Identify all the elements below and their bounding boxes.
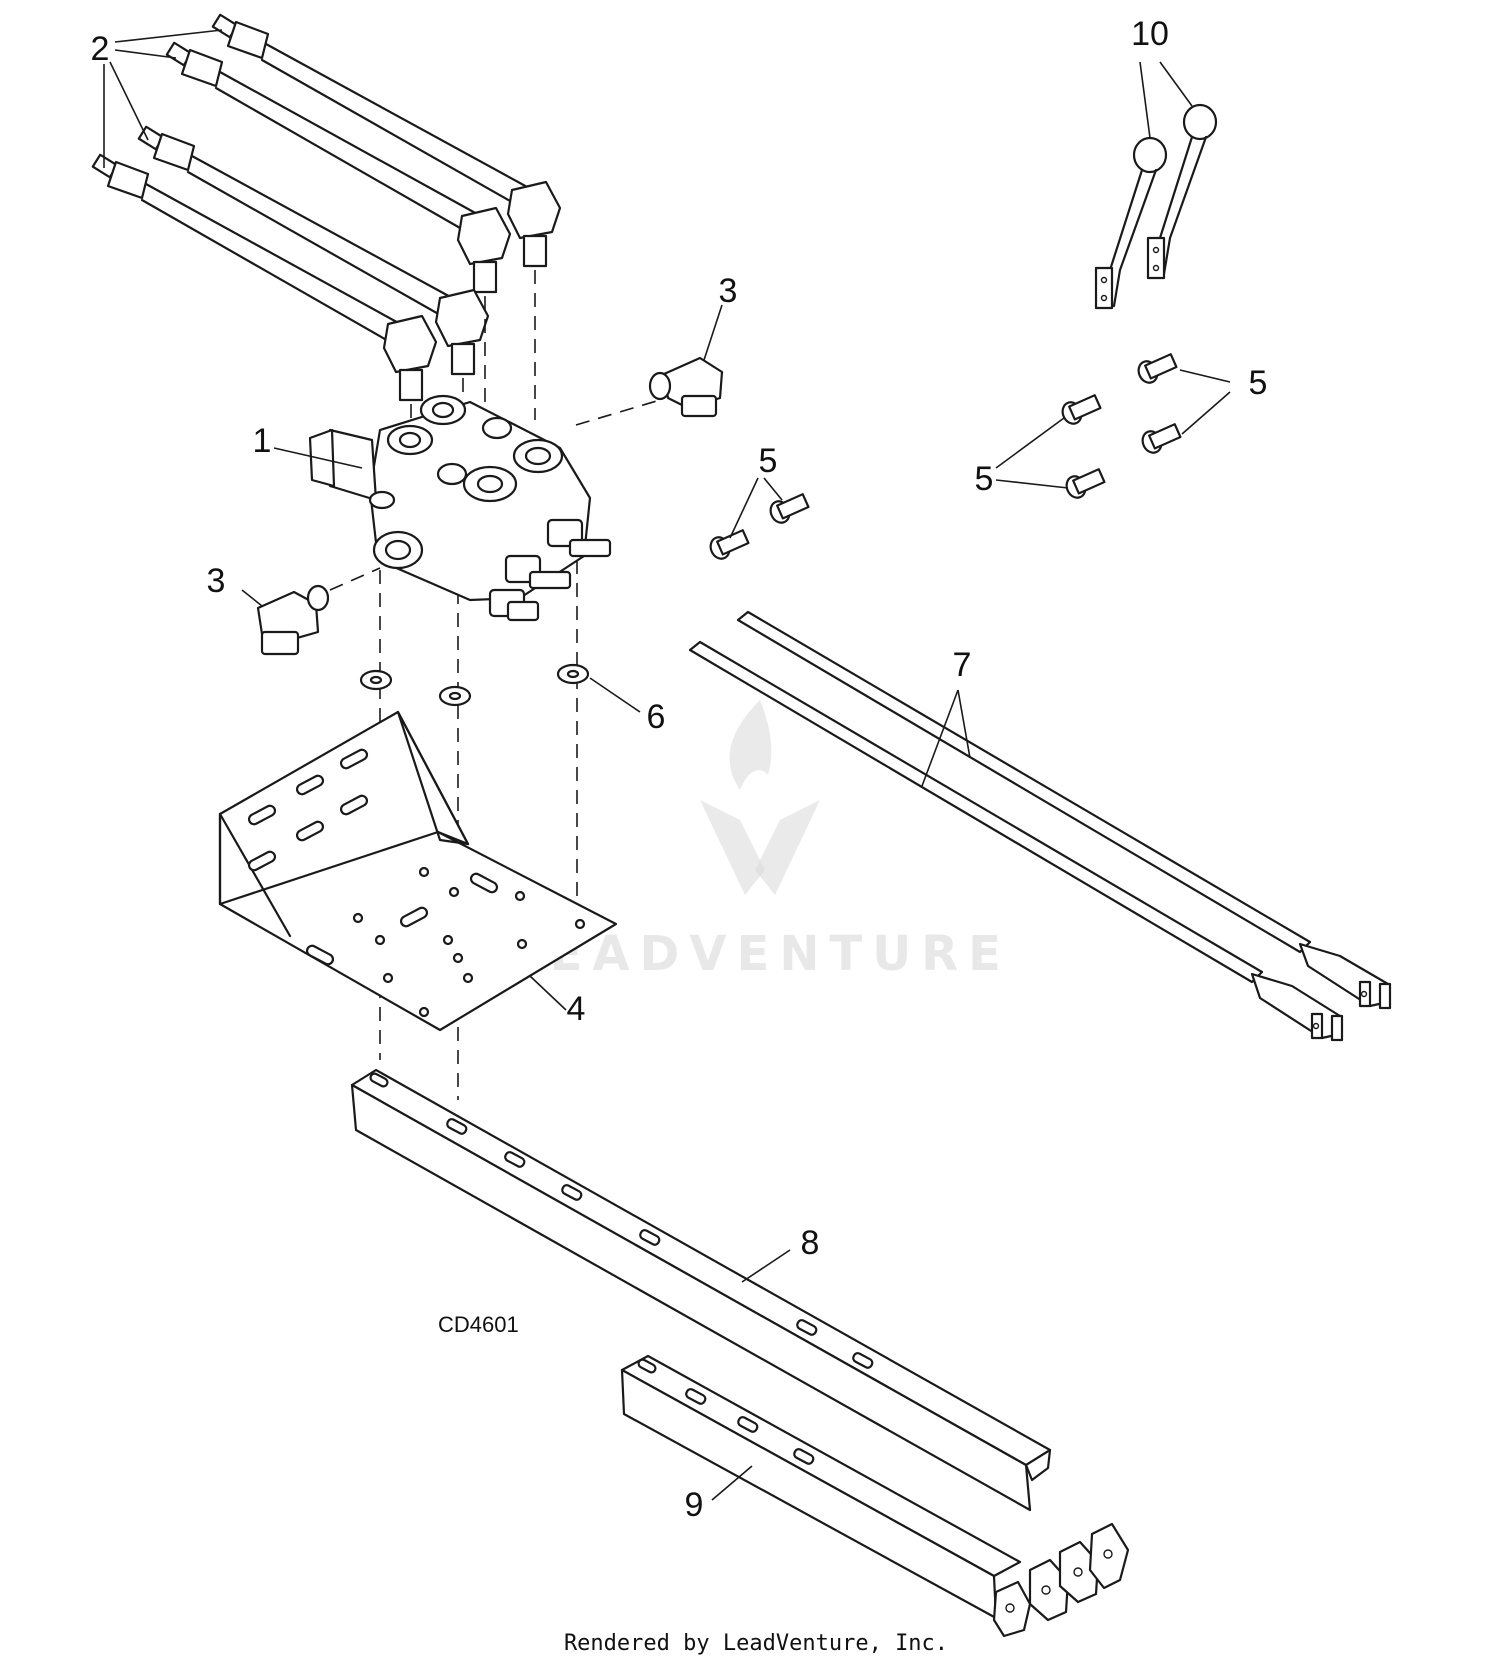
callout-5-center: 5: [759, 442, 778, 480]
elbow-fitting-lower: [256, 584, 330, 656]
washers: [359, 663, 590, 707]
callout-6: 6: [647, 698, 666, 736]
callout-8: 8: [801, 1224, 820, 1262]
callout-10: 10: [1131, 15, 1169, 53]
bolts: [709, 353, 1182, 560]
frame-channel: [350, 1068, 1052, 1512]
watermark-logo: LEADVENTURE: [509, 700, 1001, 982]
elbow-fitting-upper: [648, 356, 724, 418]
footer-credit: Rendered by LeadVenture, Inc.: [564, 1631, 948, 1656]
callouts: 10 2 3 3 1 5 5 5 6 7 4 8 9: [91, 15, 1268, 1524]
hose-3: [137, 125, 490, 376]
diagram-code: CD4601: [438, 1312, 519, 1337]
callout-1: 1: [253, 422, 272, 460]
hydraulic-hoses: [91, 13, 562, 402]
callout-3-lower: 3: [207, 562, 226, 600]
hose-1: [211, 13, 562, 268]
control-rods: [688, 610, 1392, 1042]
hose-2: [165, 41, 512, 294]
control-valve: [308, 394, 612, 622]
callout-3-upper: 3: [719, 272, 738, 310]
callout-4: 4: [567, 990, 586, 1028]
callout-9: 9: [685, 1486, 704, 1524]
callout-2: 2: [91, 30, 110, 68]
callout-5-right: 5: [1249, 364, 1268, 402]
control-levers: [1094, 103, 1218, 310]
mounting-bracket: [218, 710, 618, 1032]
support-channel: [620, 1354, 1130, 1638]
callout-5-left: 5: [975, 460, 994, 498]
leader-lines: [103, 29, 1231, 1501]
hose-4: [91, 153, 438, 402]
callout-7: 7: [953, 646, 972, 684]
